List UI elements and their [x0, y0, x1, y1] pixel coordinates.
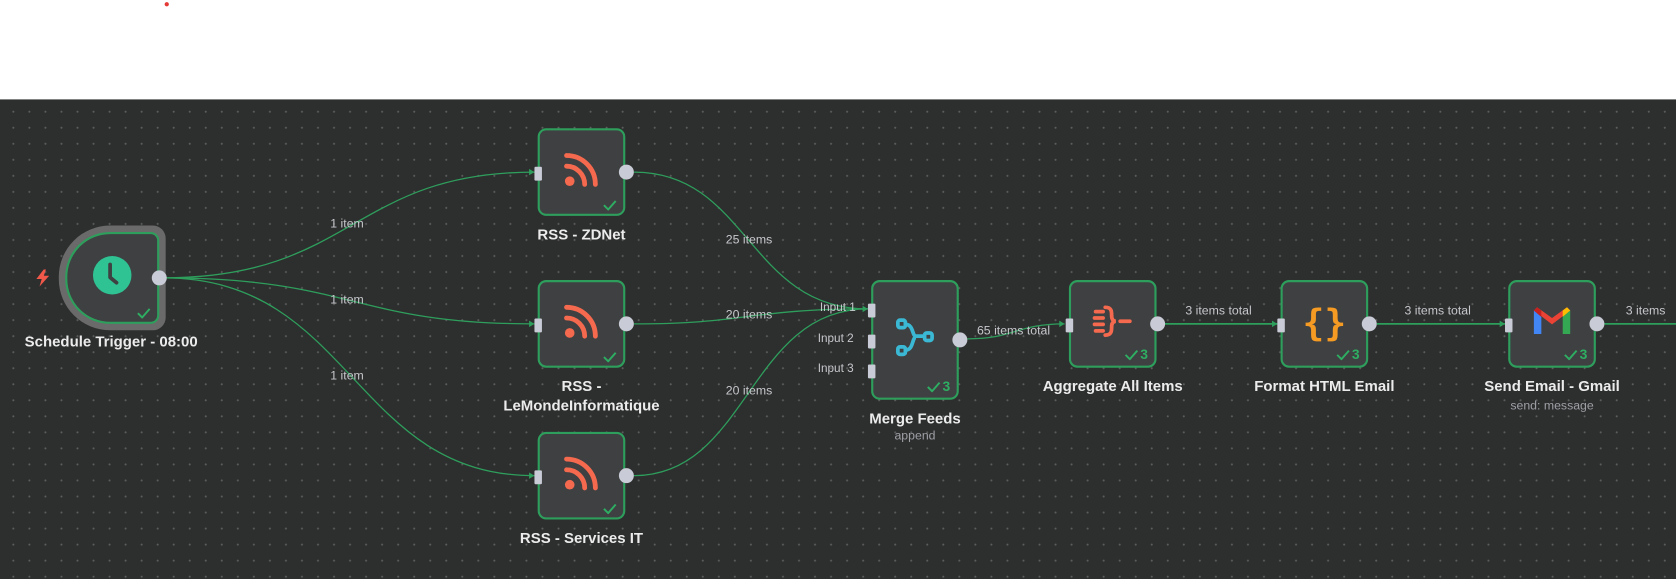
node-schedule-trigger[interactable]	[58, 225, 167, 331]
node-send-email-gmail[interactable]: 3	[1505, 280, 1605, 368]
edge-sit-merge[interactable]	[633, 308, 868, 477]
node-label: Format HTML Email	[1254, 377, 1395, 395]
node-label: Schedule Trigger - 08:00	[24, 332, 198, 350]
output-port[interactable]	[618, 468, 634, 484]
run-count: 3	[1124, 346, 1148, 362]
node-format-html-email[interactable]: {} 3	[1277, 280, 1377, 368]
edge-label: 65 items total	[976, 324, 1051, 338]
edge-trigger-zdnet[interactable]	[163, 171, 535, 279]
input-port[interactable]	[1065, 318, 1074, 333]
node-merge-feeds[interactable]: 3	[867, 280, 968, 400]
edge-merge-aggregate[interactable]	[967, 323, 1065, 340]
input-port[interactable]	[534, 470, 542, 485]
node-label: RSS - Services IT	[519, 529, 644, 547]
workflow-canvas[interactable]	[0, 99, 1676, 579]
input-label: Input 1	[819, 301, 856, 315]
output-port[interactable]	[151, 270, 167, 286]
edge-label: 20 items	[725, 308, 773, 322]
rss-icon	[563, 303, 599, 345]
input-label: Input 2	[817, 332, 854, 346]
top-bar	[0, 0, 1676, 100]
input-port-2[interactable]	[867, 334, 876, 349]
edge-trigger-lmi[interactable]	[163, 277, 535, 325]
run-count: 3	[926, 378, 950, 394]
node-label: LeMondeInformatique	[503, 396, 660, 414]
output-port[interactable]	[618, 316, 634, 332]
gmail-icon	[1532, 306, 1573, 341]
output-port[interactable]	[618, 164, 634, 180]
edge-label: 1 item	[330, 293, 364, 307]
indicator-dot	[164, 2, 169, 7]
node-rss-lemondeinformatique[interactable]	[534, 280, 634, 368]
output-port[interactable]	[1150, 316, 1166, 332]
edge-label: 3 items total	[1185, 304, 1252, 318]
run-count: 3	[1563, 346, 1587, 362]
edge-label: 3 items	[1625, 304, 1666, 318]
input-port-3[interactable]	[867, 364, 876, 379]
node-label: Send Email - Gmail	[1484, 377, 1620, 395]
success-check-icon	[137, 308, 151, 319]
input-label: Input 3	[817, 362, 854, 376]
code-braces-icon: {}	[1302, 302, 1347, 346]
input-port[interactable]	[1277, 318, 1285, 333]
edge-lmi-merge[interactable]	[633, 308, 868, 325]
clock-icon	[92, 256, 132, 300]
node-label: Merge Feeds	[869, 409, 961, 427]
input-port[interactable]	[534, 166, 542, 181]
node-aggregate[interactable]: 3	[1065, 280, 1166, 368]
input-port[interactable]	[1505, 318, 1513, 333]
edge-label: 25 items	[725, 234, 773, 247]
edge-label: 1 item	[330, 369, 364, 383]
run-count: 3	[1336, 346, 1360, 362]
node-rss-services-it[interactable]	[534, 431, 634, 520]
merge-icon	[895, 317, 936, 363]
input-port-1[interactable]	[867, 303, 876, 318]
edge-label: 1 item	[330, 218, 364, 231]
output-port[interactable]	[1361, 316, 1377, 332]
node-label: RSS - ZDNet	[537, 225, 626, 243]
success-check-icon	[603, 200, 617, 211]
trigger-bolt-icon	[35, 269, 50, 291]
success-check-icon	[603, 503, 617, 515]
output-port[interactable]	[1589, 316, 1605, 332]
edge-trigger-sit[interactable]	[163, 277, 535, 477]
edge-label: 20 items	[725, 384, 773, 398]
rss-icon	[563, 455, 599, 497]
success-check-icon	[603, 352, 617, 363]
edge-label: 3 items total	[1404, 304, 1471, 318]
node-label: RSS -	[561, 377, 602, 395]
node-subtitle: append	[894, 429, 936, 443]
output-port[interactable]	[952, 332, 968, 348]
aggregate-icon	[1092, 303, 1133, 345]
rss-icon	[563, 151, 599, 193]
node-label: Aggregate All Items	[1042, 377, 1183, 395]
node-rss-zdnet[interactable]	[534, 128, 634, 216]
node-subtitle: send: message	[1510, 399, 1594, 413]
edge-zdnet-merge[interactable]	[633, 171, 868, 310]
input-port[interactable]	[534, 318, 542, 333]
